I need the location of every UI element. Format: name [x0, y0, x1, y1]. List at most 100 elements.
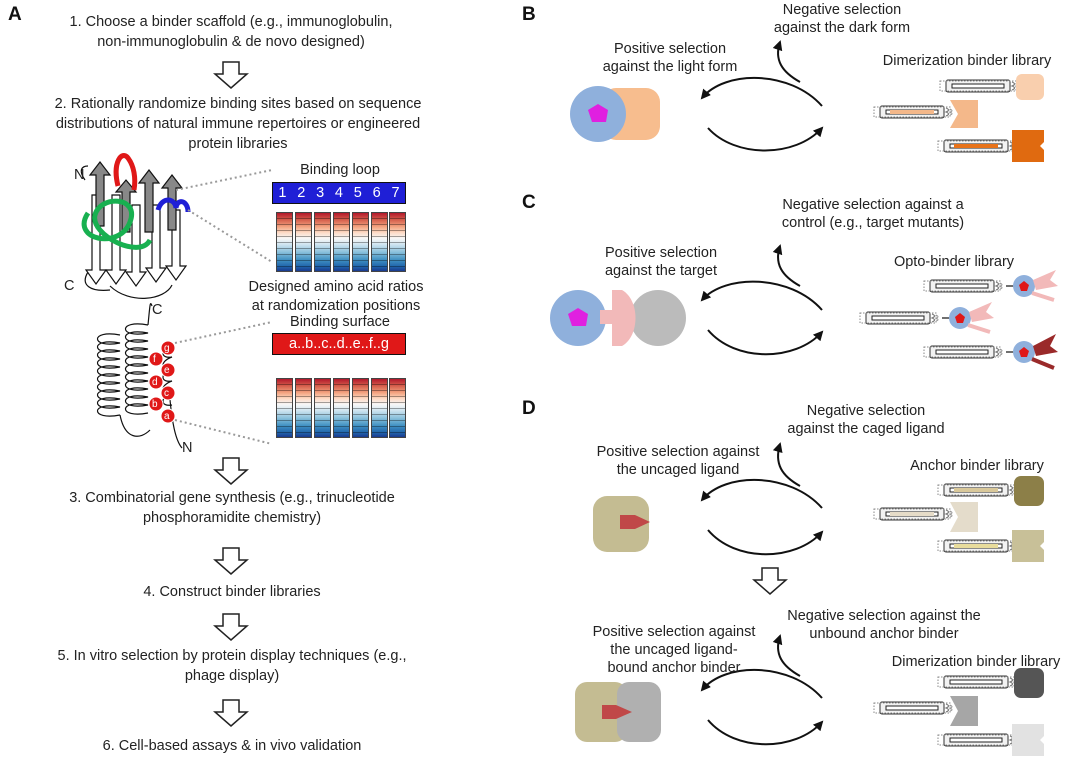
surface-positions: a..b..c..d..e..f..g [289, 336, 389, 352]
flow-arrow-1 [214, 61, 248, 89]
loop-position: 7 [391, 185, 400, 201]
helix-residue-label: f [153, 354, 156, 365]
aa-ratio-bar [371, 212, 388, 272]
b-negative-line-2: against the dark form [773, 20, 911, 36]
loop-green-icon [81, 198, 153, 250]
d-negative2-line-1: Negative selection against the [787, 608, 981, 624]
aa-ratio-bar [389, 212, 406, 272]
b-negative-line-1: Negative selection [782, 2, 902, 18]
library-member [923, 270, 1058, 302]
library-member [873, 100, 978, 128]
d-library2-title: Dimerization binder library [891, 654, 1061, 670]
aa-ratio-bar [276, 378, 293, 438]
n-terminus-label: N [182, 440, 193, 456]
helix-residue-label: c [164, 388, 169, 399]
loop-position: 1 [278, 185, 287, 201]
flow-arrow-3 [214, 547, 248, 575]
d-positive2-line-1: Positive selection against [592, 624, 756, 640]
d-positive2-line-2: the uncaged ligand- [610, 642, 738, 658]
negative-arrow [772, 244, 801, 287]
negative-arrow [772, 442, 801, 487]
aa-ratio-bar [295, 212, 312, 272]
helix-residue-markers [148, 340, 176, 424]
step-2-line-1: 2. Rationally randomize binding sites ba… [54, 96, 422, 112]
zoom-line [174, 321, 273, 344]
library-member [937, 530, 1044, 562]
aa-ratio-bar [352, 212, 369, 272]
panel-label-a: A [8, 4, 22, 25]
loop-position: 6 [372, 185, 381, 201]
aa-ratio-caption-1: Designed amino acid ratios [248, 279, 424, 295]
aa-ratio-bar [276, 212, 293, 272]
step-2-line-3: protein libraries [188, 136, 288, 152]
uncaged-ligand-anchor-icon [593, 496, 650, 552]
binding-loop-box: 1 2 3 4 5 6 7 [272, 182, 406, 204]
aa-ratio-bar [352, 378, 369, 438]
ligand-bound-dimer-icon [575, 682, 661, 742]
cycle-arrow-top [700, 76, 823, 107]
library-member [937, 668, 1044, 698]
loop-position: 3 [316, 185, 325, 201]
cycle-arrow-bottom [707, 719, 824, 746]
c-positive-line-1: Positive selection [604, 245, 718, 261]
panel-label-d: D [522, 398, 536, 419]
aa-ratio-bar [371, 378, 388, 438]
n-terminus-label: N [74, 167, 85, 183]
step-5-line-1: 5. In vitro selection by protein display… [57, 648, 407, 664]
panel-label-b: B [522, 4, 536, 25]
step-3-line-1: 3. Combinatorial gene synthesis (e.g., t… [69, 490, 395, 506]
library-member [937, 130, 1044, 162]
step-5-line-2: phage display) [184, 668, 280, 684]
loop-position: 4 [334, 185, 343, 201]
aa-ratio-bar [314, 378, 331, 438]
helix-residue-label: g [164, 343, 170, 354]
negative-arrow [772, 40, 801, 83]
d-negative1-line-1: Negative selection [806, 403, 926, 419]
cycle-arrow-top [700, 668, 823, 699]
d-positive1-line-1: Positive selection against [596, 444, 760, 460]
c-negative-line-1: Negative selection against a [782, 197, 964, 213]
flow-arrow-2 [214, 457, 248, 485]
step-1-line-1: 1. Choose a binder scaffold (e.g., immun… [69, 14, 393, 30]
library-member [923, 334, 1058, 370]
c-terminus-label: C [64, 278, 75, 294]
cycle-arrow-bottom [707, 529, 824, 556]
step-2-line-2: distributions of natural immune repertoi… [55, 116, 421, 132]
b-positive-line-1: Positive selection [613, 41, 727, 57]
c-terminus-label: C [152, 302, 163, 318]
b-positive-line-2: against the light form [602, 59, 738, 75]
flow-arrow-4 [214, 613, 248, 641]
step-4: 4. Construct binder libraries [143, 584, 321, 600]
binding-surface-title: Binding surface [290, 314, 390, 330]
zoom-line [174, 419, 273, 445]
step-1-line-2: non-immunoglobulin & de novo designed) [97, 34, 365, 50]
c-negative-line-2: control (e.g., target mutants) [781, 215, 965, 231]
c-positive-line-2: against the target [604, 263, 718, 279]
negative-arrow [772, 634, 801, 677]
library-member [939, 74, 1044, 100]
helix-residue-label: e [164, 365, 170, 376]
library-member [937, 476, 1044, 506]
library-member [873, 502, 978, 532]
cycle-arrow-bottom [707, 126, 824, 152]
b-library-title: Dimerization binder library [882, 53, 1052, 69]
helix-residue-label: d [152, 377, 158, 388]
zoom-line [175, 169, 273, 191]
c-library-title: Opto-binder library [893, 254, 1015, 270]
d-negative2-line-2: unbound anchor binder [809, 626, 959, 642]
helix-residue-label: b [152, 399, 158, 410]
binding-loop-title: Binding loop [300, 162, 380, 178]
aa-ratio-bar [389, 378, 406, 438]
flow-arrow-d [753, 567, 787, 595]
library-member [859, 302, 994, 334]
aa-ratio-bar [333, 212, 350, 272]
helix-residue-label: a [164, 411, 170, 422]
step-6: 6. Cell-based assays & in vivo validatio… [102, 738, 362, 754]
library-member [873, 696, 978, 726]
d-negative1-line-2: against the caged ligand [787, 421, 945, 437]
library-member [937, 724, 1044, 756]
flow-arrow-5 [214, 699, 248, 727]
loop-position: 5 [353, 185, 362, 201]
aa-ratio-caption-2: at randomization positions [251, 298, 421, 314]
panel-label-c: C [522, 192, 536, 213]
